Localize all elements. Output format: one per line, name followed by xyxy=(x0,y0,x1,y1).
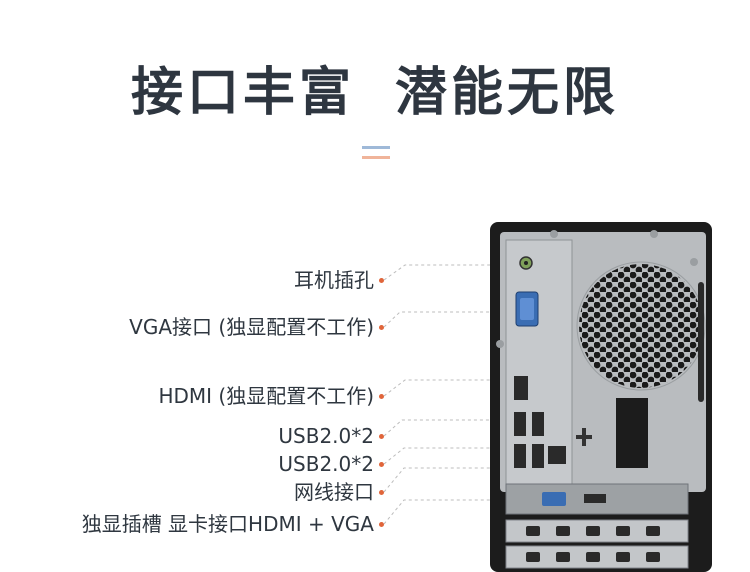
label-dot xyxy=(379,325,384,330)
port-label-usb-lower: USB2.0*2 xyxy=(278,452,374,476)
slot-vent xyxy=(616,552,630,562)
usb-port xyxy=(514,444,526,468)
leader-line xyxy=(383,447,514,465)
headline-part1: 接口丰富 xyxy=(130,63,355,123)
headphone-jack-hole xyxy=(524,261,528,265)
pc-rear-view xyxy=(490,222,712,572)
ethernet-port xyxy=(548,446,566,464)
panel-slot xyxy=(576,435,592,439)
screw-icon xyxy=(690,258,698,266)
fan-grill-holes xyxy=(579,264,703,388)
divider-top xyxy=(362,146,390,149)
slot-vent xyxy=(586,552,600,562)
gpu-hdmi-port xyxy=(584,494,606,503)
screw-icon xyxy=(650,230,658,238)
leader-line xyxy=(383,419,514,437)
leader-line xyxy=(383,311,514,328)
label-dot xyxy=(379,278,384,283)
slot-vent xyxy=(526,526,540,536)
power-connector xyxy=(616,398,648,468)
side-vent xyxy=(698,282,704,402)
port-label-hdmi: HDMI (独显配置不工作) xyxy=(158,384,374,408)
hdmi-port xyxy=(514,376,528,400)
label-dot xyxy=(379,462,384,467)
usb-port xyxy=(532,444,544,468)
label-dot xyxy=(379,490,384,495)
slot-vent xyxy=(556,552,570,562)
port-label-vga: VGA接口 (独显配置不工作) xyxy=(129,315,374,339)
divider-bottom xyxy=(362,156,390,159)
screw-icon xyxy=(496,340,504,348)
leader-line xyxy=(383,264,522,281)
usb-port xyxy=(532,412,544,436)
slot-vent xyxy=(586,526,600,536)
port-label-usb-upper: USB2.0*2 xyxy=(278,424,374,448)
screw-icon xyxy=(550,230,558,238)
headline: 接口丰富潜能无限 xyxy=(0,50,750,125)
slot-vent xyxy=(616,526,630,536)
port-label-headphone: 耳机插孔 xyxy=(294,268,374,292)
leader-line xyxy=(383,379,512,397)
slot-vent xyxy=(526,552,540,562)
slot-vent xyxy=(556,526,570,536)
headline-part2: 潜能无限 xyxy=(395,63,620,123)
port-label-gpu-slot: 独显插槽 显卡接口HDMI + VGA xyxy=(81,512,374,536)
gpu-vga-port xyxy=(542,492,566,506)
label-dot xyxy=(379,522,384,527)
label-dot xyxy=(379,394,384,399)
leader-line xyxy=(383,499,520,525)
slot-vent xyxy=(646,526,660,536)
vga-port-pins xyxy=(520,298,534,320)
label-dot xyxy=(379,434,384,439)
port-label-ethernet: 网线接口 xyxy=(294,480,374,504)
usb-port xyxy=(514,412,526,436)
slot-vent xyxy=(646,552,660,562)
